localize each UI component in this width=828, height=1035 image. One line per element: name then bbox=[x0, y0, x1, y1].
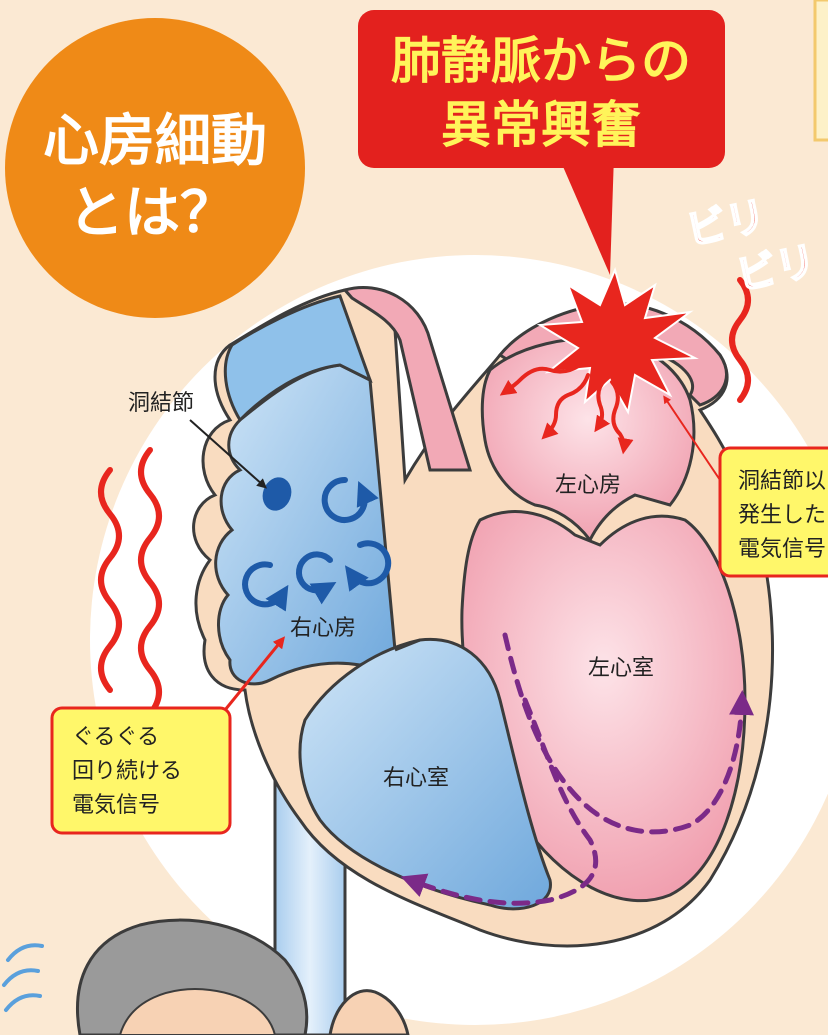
callout-circling-line1: ぐるぐる bbox=[72, 725, 159, 750]
callout-circling-line2: 回り続ける bbox=[72, 759, 182, 784]
page-title-line2: とは？ bbox=[68, 181, 236, 246]
cause-banner-line1: 肺静脈からの bbox=[391, 32, 691, 90]
cause-banner-line2: 異常興奮 bbox=[441, 96, 641, 154]
label-sinus-node: 洞結節 bbox=[128, 391, 194, 416]
callout-circling-line3: 電気信号 bbox=[72, 793, 160, 818]
label-right-ventricle: 右心室 bbox=[383, 766, 449, 791]
label-left-ventricle: 左心室 bbox=[588, 656, 654, 681]
callout-sinus-line3: 電気信号 bbox=[738, 537, 826, 562]
label-right-atrium: 右心房 bbox=[290, 616, 356, 641]
sweat-marks bbox=[4, 945, 42, 1010]
callout-sinus-line1: 洞結節以 bbox=[738, 469, 826, 494]
callout-sinus-line2: 発生した bbox=[738, 503, 826, 528]
page-title-line1: 心房細動 bbox=[43, 109, 267, 174]
sound-effect-word2: ビリ bbox=[733, 238, 821, 300]
label-left-atrium: 左心房 bbox=[555, 473, 621, 498]
background-panel bbox=[815, 0, 828, 140]
sound-effect-word1: ビリ bbox=[683, 193, 771, 255]
